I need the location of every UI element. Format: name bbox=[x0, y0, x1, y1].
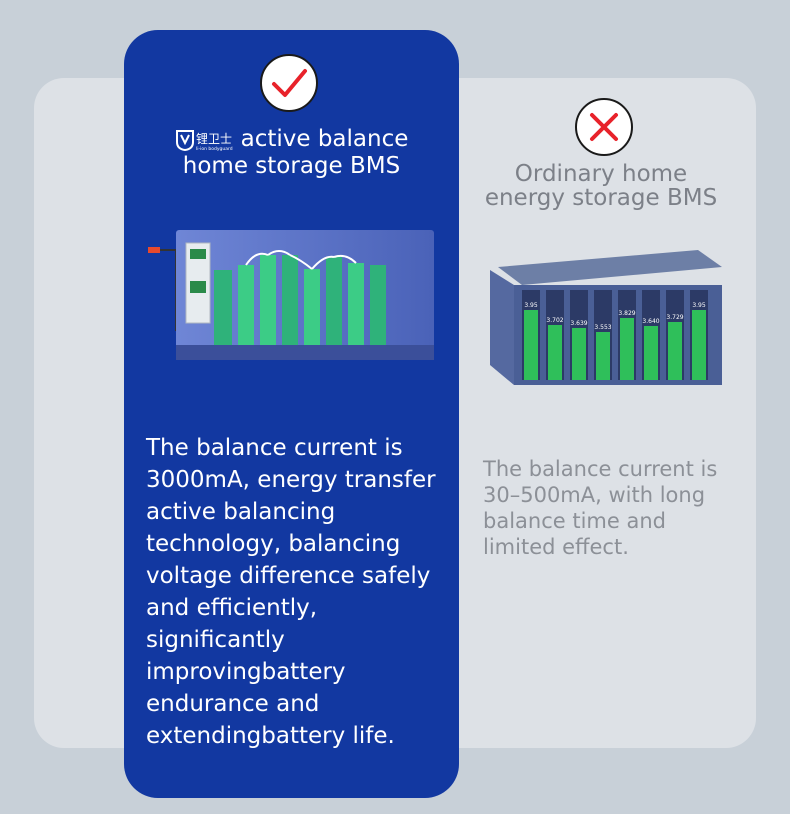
wire-connector bbox=[148, 247, 160, 253]
battery-cells bbox=[214, 255, 386, 345]
cell-reading: 3.640 bbox=[642, 318, 659, 325]
cell-reading: 3.702 bbox=[546, 317, 563, 324]
cell-charge-level bbox=[524, 310, 538, 380]
cell-charge-level bbox=[644, 326, 658, 380]
brand-logo: 锂卫士 li-ion bodyguard bbox=[175, 129, 233, 152]
ordinary-title-line-2: energy storage BMS bbox=[484, 185, 718, 211]
cell-reading: 3.553 bbox=[594, 324, 611, 331]
cell-charge-level bbox=[548, 325, 562, 380]
brand-name: 锂卫士 bbox=[196, 131, 232, 146]
x-mark-icon bbox=[575, 98, 633, 156]
cell-charge-level bbox=[620, 318, 634, 380]
active-balance-card: 锂卫士 li-ion bodyguard active balance home… bbox=[124, 30, 459, 798]
cell-reading: 3.729 bbox=[666, 314, 683, 321]
cell-charge-level bbox=[668, 322, 682, 380]
active-balance-battery-illustration bbox=[148, 230, 434, 360]
ordinary-bms-title: Ordinary home energy storage BMS bbox=[470, 162, 732, 210]
cell-reading: 3.95 bbox=[524, 302, 538, 309]
ordinary-bms-description: The balance current is 30–500mA, with lo… bbox=[483, 457, 718, 559]
ordinary-bms-battery-illustration: 3.95 3.702 3.639 3.553 3.829 3.640 3.729 3.95 bbox=[490, 250, 722, 385]
title-line-2: home storage BMS bbox=[182, 153, 401, 179]
cell-reading: 3.829 bbox=[618, 310, 635, 317]
cell-reading: 3.95 bbox=[692, 302, 706, 309]
cell-charge-level bbox=[572, 328, 586, 380]
ordinary-title-line-1: Ordinary home bbox=[514, 161, 688, 187]
cell-charge-level bbox=[596, 332, 610, 380]
active-balance-description: The balance current is 3000mA, energy tr… bbox=[146, 435, 436, 749]
title-line-1: active balance bbox=[240, 126, 409, 152]
active-balance-title: 锂卫士 li-ion bodyguard active balance home… bbox=[124, 126, 459, 180]
check-mark-icon bbox=[260, 54, 318, 112]
brand-subtitle: li-ion bodyguard bbox=[196, 146, 233, 152]
balance-arrows bbox=[245, 250, 357, 270]
cell-charge-level bbox=[692, 310, 706, 380]
cell-reading: 3.639 bbox=[570, 320, 587, 327]
